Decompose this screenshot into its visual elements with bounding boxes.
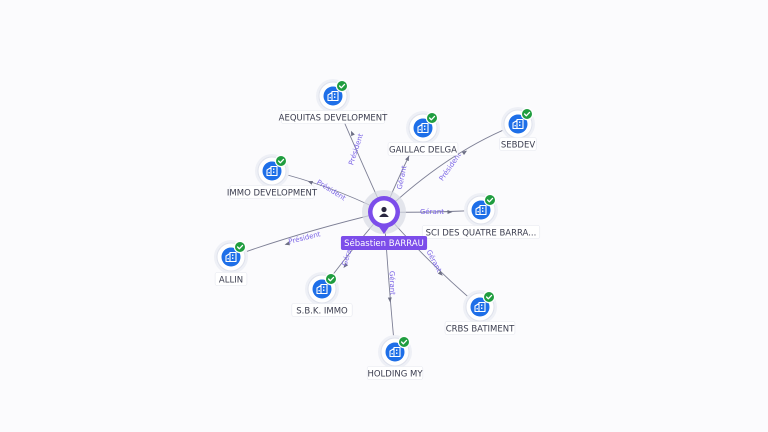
- verified-check-icon: [520, 107, 534, 121]
- company-node-aequitas[interactable]: [316, 79, 350, 113]
- verified-check-icon: [335, 79, 349, 93]
- node-label-text: IMMO DEVELOPMENT: [227, 189, 318, 199]
- building-icon: [316, 283, 328, 295]
- building-icon: [389, 346, 401, 358]
- node-label: AEQUITAS DEVELOPMENT: [279, 110, 388, 124]
- edge-label: Gérant: [396, 165, 409, 190]
- edge-arrow: [405, 155, 410, 162]
- verified-check-icon: [324, 272, 338, 286]
- edge-label: Gérant: [420, 208, 444, 216]
- edge-label: Gérant: [425, 249, 443, 274]
- node-label: SCI DES QUATRE BARRA...: [421, 225, 541, 239]
- verified-check-icon: [425, 111, 439, 125]
- edge-arrow: [284, 241, 290, 246]
- edge-label: Président: [347, 132, 365, 166]
- node-label: IMMO DEVELOPMENT: [227, 185, 318, 199]
- node-label-text: AEQUITAS DEVELOPMENT: [279, 114, 388, 124]
- nodes-layer: AEQUITAS DEVELOPMENT GAILLAC DELGA SEBDEV I…: [214, 79, 541, 380]
- edge-label: Gérant: [388, 271, 397, 296]
- node-label-text: CRBS BATIMENT: [446, 325, 515, 335]
- company-node-allin[interactable]: [214, 240, 248, 274]
- person-icon: [379, 206, 389, 217]
- verified-check-icon: [233, 240, 247, 254]
- node-label-text: HOLDING MY: [367, 370, 423, 380]
- node-label: S.B.K. IMMO: [291, 303, 353, 317]
- edge-label: Président: [315, 178, 347, 202]
- center-node[interactable]: Sébastien BARRAU: [340, 190, 428, 250]
- company-node-crbs[interactable]: [463, 290, 497, 324]
- node-label-text: S.B.K. IMMO: [296, 307, 348, 317]
- edge-arrow: [307, 180, 314, 185]
- node-label: GAILLAC DELGA: [387, 142, 459, 156]
- company-node-holding[interactable]: [378, 335, 412, 369]
- edge-allin: Président: [230, 211, 385, 258]
- node-label-text: GAILLAC DELGA: [389, 146, 457, 156]
- node-label: HOLDING MY: [366, 366, 423, 380]
- building-icon: [475, 204, 487, 216]
- edge-arrow: [350, 130, 355, 137]
- edge-arrow: [437, 270, 443, 276]
- company-node-sbk[interactable]: [305, 272, 339, 306]
- verified-check-icon: [482, 290, 496, 304]
- company-node-sci[interactable]: [464, 193, 498, 227]
- edge-arrow: [387, 297, 392, 303]
- verified-check-icon: [397, 335, 411, 349]
- verified-check-icon: [274, 154, 288, 168]
- building-icon: [417, 122, 429, 134]
- building-icon: [474, 301, 486, 313]
- node-label: CRBS BATIMENT: [444, 321, 516, 335]
- center-label: Sébastien BARRAU: [340, 236, 428, 250]
- edge-arrow: [461, 150, 468, 156]
- verified-check-icon: [483, 193, 497, 207]
- building-icon: [327, 90, 339, 102]
- company-node-immo[interactable]: [255, 154, 289, 188]
- node-label: ALLIN: [214, 272, 248, 286]
- center-label-text: Sébastien BARRAU: [344, 238, 424, 249]
- node-label-text: ALLIN: [219, 276, 243, 286]
- building-icon: [266, 165, 278, 177]
- edge-arrow: [343, 262, 349, 268]
- company-node-gaillac[interactable]: [406, 111, 440, 145]
- company-node-sebdev[interactable]: [501, 107, 535, 141]
- node-label-text: SCI DES QUATRE BARRA...: [426, 229, 537, 239]
- node-label-text: SEBDEV: [501, 141, 536, 151]
- edge-arrow: [447, 210, 453, 215]
- node-label: SEBDEV: [499, 137, 537, 151]
- building-icon: [512, 118, 524, 130]
- building-icon: [225, 251, 237, 263]
